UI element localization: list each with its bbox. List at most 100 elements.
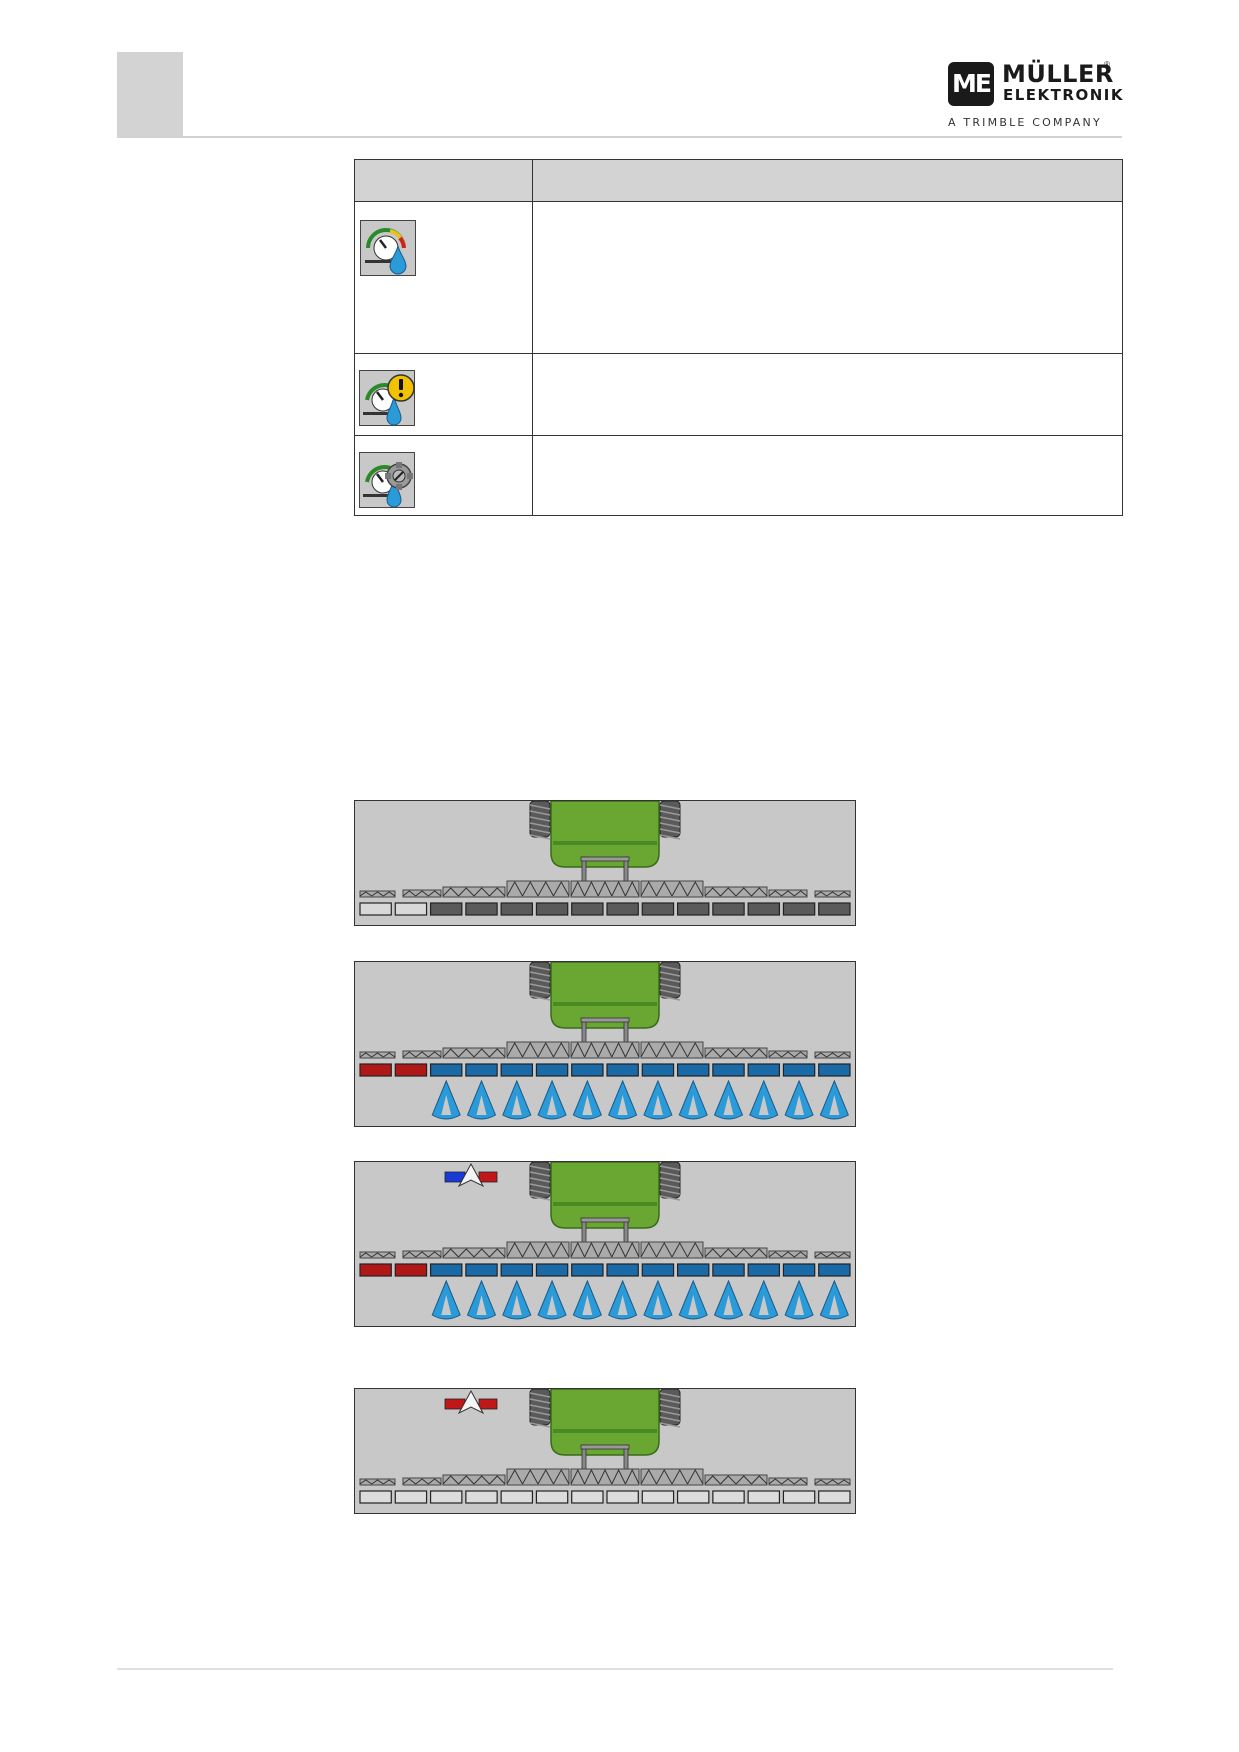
boom-truss bbox=[473, 1248, 490, 1258]
section-indicator bbox=[535, 1490, 569, 1504]
header-rule bbox=[117, 136, 1122, 138]
section-indicator bbox=[359, 1263, 392, 1277]
boom-segment bbox=[359, 1251, 396, 1259]
boom-segment bbox=[506, 1468, 570, 1486]
section-indicator bbox=[676, 1263, 710, 1277]
tank-shade bbox=[553, 1002, 657, 1006]
brand-sub: ELEKTRONIK bbox=[1003, 86, 1124, 104]
sprayer-diagram bbox=[359, 1162, 851, 1320]
spray-gap bbox=[441, 1295, 452, 1315]
boom-truss bbox=[704, 887, 721, 897]
boom-truss bbox=[506, 880, 523, 897]
wheel-tread bbox=[529, 1171, 551, 1177]
boom-truss bbox=[553, 1468, 570, 1485]
boom-truss bbox=[442, 1248, 459, 1258]
wheel-tread bbox=[659, 1416, 681, 1422]
section-indicator bbox=[394, 902, 428, 916]
section-indicator bbox=[818, 902, 851, 916]
section-indicator bbox=[500, 1063, 534, 1077]
wheel-tread bbox=[529, 828, 551, 834]
section-indicator bbox=[712, 1063, 745, 1077]
section-indicator bbox=[606, 1490, 639, 1504]
section-indicator bbox=[818, 1490, 851, 1504]
boom-truss bbox=[624, 880, 640, 897]
boom-truss bbox=[458, 1248, 475, 1258]
tank-shade bbox=[553, 841, 657, 845]
wheel-tread bbox=[529, 965, 551, 971]
section-indicator bbox=[500, 1263, 534, 1277]
section-indicator bbox=[641, 1263, 675, 1277]
section-indicator bbox=[465, 1263, 498, 1277]
boom-segment bbox=[640, 1041, 704, 1059]
wheel-tread bbox=[659, 1183, 681, 1189]
spray-gap bbox=[688, 1095, 699, 1115]
boom-truss bbox=[735, 887, 752, 897]
wheel-tread bbox=[659, 1195, 681, 1201]
wheel-tread bbox=[529, 1165, 551, 1171]
boom-truss bbox=[359, 1052, 372, 1058]
wheel-tread bbox=[529, 1183, 551, 1189]
boom-truss bbox=[537, 1468, 554, 1485]
boom-truss bbox=[473, 1048, 490, 1058]
boom-segment bbox=[640, 1241, 704, 1259]
spray-gap bbox=[511, 1095, 522, 1115]
sprayer-view-all-sections-off bbox=[354, 800, 856, 926]
sprayer-diagram bbox=[359, 1389, 851, 1504]
wheel-tread bbox=[529, 1404, 551, 1410]
boom-segment bbox=[704, 886, 768, 898]
boom-truss bbox=[402, 890, 416, 897]
wheel-tread bbox=[659, 977, 681, 983]
description-cell bbox=[532, 201, 1123, 354]
boom-truss bbox=[611, 1468, 626, 1485]
spray-gap bbox=[617, 1095, 628, 1115]
boom-truss bbox=[458, 887, 475, 897]
description-cell bbox=[532, 435, 1123, 516]
boom-truss bbox=[781, 1478, 795, 1485]
boom-truss bbox=[671, 1041, 688, 1058]
spray-gap bbox=[441, 1095, 452, 1115]
section-indicator bbox=[500, 902, 534, 916]
section-indicator bbox=[359, 1490, 392, 1504]
pressure-gauge-nozzle-icon bbox=[360, 220, 416, 276]
boom-truss bbox=[768, 1478, 782, 1485]
section-indicator bbox=[606, 1263, 639, 1277]
wheel-tread bbox=[529, 1398, 551, 1404]
spray-gap bbox=[652, 1095, 663, 1115]
boom-segment bbox=[640, 880, 704, 898]
wheel-tread bbox=[529, 1392, 551, 1398]
boom-segment bbox=[704, 1474, 768, 1486]
wheel-tread bbox=[529, 834, 551, 840]
boom-truss bbox=[720, 1248, 737, 1258]
boom-segment bbox=[704, 1047, 768, 1059]
boom-truss bbox=[506, 1468, 523, 1485]
boom-truss bbox=[838, 1252, 851, 1258]
wheel-tread bbox=[659, 834, 681, 840]
boom-truss bbox=[735, 1048, 752, 1058]
brand-name: MÜLLER bbox=[1002, 60, 1114, 88]
wheel-tread bbox=[529, 995, 551, 1001]
boom-segment bbox=[814, 1051, 851, 1059]
sprayer-view-spraying bbox=[354, 961, 856, 1127]
boom-truss bbox=[781, 1051, 795, 1058]
spray-gap bbox=[547, 1095, 558, 1115]
section-indicator bbox=[535, 902, 569, 916]
tank-shade bbox=[553, 1429, 657, 1433]
boom-truss bbox=[611, 1241, 626, 1258]
boom-truss bbox=[687, 1241, 704, 1258]
section-indicator bbox=[782, 1063, 816, 1077]
section-indicator bbox=[429, 1263, 463, 1277]
chapter-tab bbox=[117, 52, 183, 137]
boom-segment bbox=[442, 1474, 506, 1486]
spray-gap bbox=[723, 1295, 734, 1315]
guidance-arrow-icon bbox=[457, 1389, 485, 1415]
boom-truss bbox=[826, 1052, 839, 1058]
section-indicator bbox=[818, 1063, 851, 1077]
boom-segment bbox=[768, 1477, 808, 1486]
guidance-bar-right bbox=[478, 1171, 498, 1183]
boom-truss bbox=[814, 891, 827, 897]
boom-crossbar bbox=[580, 1217, 630, 1223]
section-indicator bbox=[394, 1263, 428, 1277]
boom-truss bbox=[458, 1048, 475, 1058]
wheel-tread bbox=[529, 1177, 551, 1183]
boom-segment bbox=[402, 889, 442, 898]
